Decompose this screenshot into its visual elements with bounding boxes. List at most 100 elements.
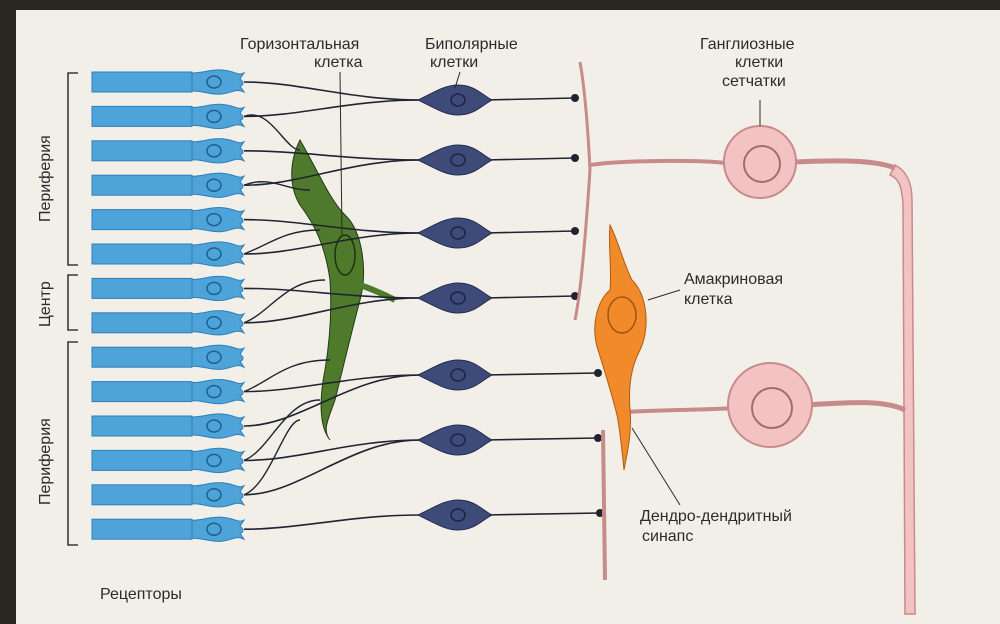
horizontal-cell bbox=[292, 140, 395, 440]
label-ganglion-line2: клетки bbox=[735, 54, 783, 71]
ganglion-lower-axon bbox=[805, 403, 905, 410]
ganglion-cell-upper bbox=[724, 126, 796, 198]
bipolar-cell-body bbox=[418, 425, 492, 455]
receptor-inner-segment bbox=[192, 173, 244, 197]
bipolar-axon bbox=[485, 513, 600, 515]
ganglion-cell-lower bbox=[728, 363, 812, 447]
receptor-inner-segment bbox=[192, 448, 244, 472]
bipolar-cell-body bbox=[418, 218, 492, 248]
bipolar-terminal bbox=[594, 369, 602, 377]
ganglion-upper-dendrite bbox=[590, 161, 725, 165]
bipolar-cell bbox=[418, 425, 492, 455]
label-bipolar-line1: Биполярные bbox=[425, 36, 518, 53]
bracket-periphery-top bbox=[68, 73, 78, 265]
bipolar-axon bbox=[485, 231, 575, 233]
label-synapse-line2: синапс bbox=[642, 528, 693, 545]
bipolar-cell bbox=[418, 500, 492, 530]
label-amacrine-line1: Амакриновая bbox=[684, 271, 783, 288]
bracket-periphery-bottom bbox=[68, 342, 78, 545]
ganglion-lower-dendrite bbox=[625, 408, 735, 412]
receptor-outer-segment bbox=[92, 141, 192, 161]
receptor-inner-segment bbox=[192, 139, 244, 163]
receptor-outer-segment bbox=[92, 106, 192, 126]
receptor-outer-segment bbox=[92, 278, 192, 298]
bracket-center bbox=[68, 275, 78, 330]
receptor-bipolar-wire bbox=[244, 82, 420, 100]
horizontal-cell-body bbox=[292, 140, 364, 440]
receptor-cell bbox=[92, 483, 244, 507]
bipolar-column bbox=[418, 85, 492, 530]
region-brackets bbox=[68, 73, 78, 545]
bipolar-terminal bbox=[571, 94, 579, 102]
bipolar-terminal bbox=[571, 227, 579, 235]
receptor-outer-segment bbox=[92, 416, 192, 436]
receptor-outer-segment bbox=[92, 313, 192, 333]
retina-circuit-diagram: Периферия Центр Периферия Гори bbox=[16, 10, 1000, 624]
receptor-outer-segment bbox=[92, 210, 192, 230]
diagram-frame: Периферия Центр Периферия Гори bbox=[16, 10, 1000, 624]
bipolar-axon bbox=[485, 158, 575, 160]
receptor-horizontal-wire bbox=[244, 280, 325, 323]
receptor-inner-segment bbox=[192, 414, 244, 438]
bipolar-axon bbox=[485, 296, 575, 298]
receptor-inner-segment bbox=[192, 104, 244, 128]
receptor-inner-segment bbox=[192, 70, 244, 94]
label-horizontal-cell-line1: Горизонтальная bbox=[240, 36, 359, 53]
bipolar-axon bbox=[485, 373, 598, 375]
receptor-cell bbox=[92, 517, 244, 541]
receptor-inner-segment bbox=[192, 517, 244, 541]
bipolar-cell-body bbox=[418, 85, 492, 115]
receptor-horizontal-wire bbox=[244, 360, 330, 392]
bipolar-cell bbox=[418, 218, 492, 248]
receptor-outer-segment bbox=[92, 382, 192, 402]
receptor-outer-segment bbox=[92, 519, 192, 539]
receptor-inner-segment bbox=[192, 242, 244, 266]
receptor-outer-segment bbox=[92, 244, 192, 264]
receptor-cell bbox=[92, 379, 244, 403]
receptor-inner-segment bbox=[192, 311, 244, 335]
receptor-cell bbox=[92, 139, 244, 163]
bipolar-cell-body bbox=[418, 360, 492, 390]
ganglion-axon-trunk bbox=[890, 165, 915, 614]
bipolar-cell-body bbox=[418, 500, 492, 530]
label-periphery-bottom: Периферия bbox=[37, 418, 54, 505]
receptor-cell bbox=[92, 104, 244, 128]
receptor-bipolar-wire bbox=[244, 440, 420, 495]
receptor-bipolar-wire bbox=[244, 515, 420, 529]
receptor-inner-segment bbox=[192, 379, 244, 403]
pointer-synapse bbox=[632, 428, 680, 505]
receptor-inner-segment bbox=[192, 276, 244, 300]
receptor-bipolar-wire bbox=[244, 160, 420, 185]
bipolar-cell bbox=[418, 283, 492, 313]
receptor-cell bbox=[92, 345, 244, 369]
bipolar-cell bbox=[418, 85, 492, 115]
receptor-cell bbox=[92, 311, 244, 335]
receptor-cell bbox=[92, 207, 244, 231]
bipolar-terminal bbox=[594, 434, 602, 442]
bipolar-cell-body bbox=[418, 145, 492, 175]
receptor-inner-segment bbox=[192, 345, 244, 369]
label-bipolar-line2: клетки bbox=[430, 54, 478, 71]
bipolar-axon bbox=[485, 438, 598, 440]
receptor-outer-segment bbox=[92, 72, 192, 92]
label-receptors: Рецепторы bbox=[100, 586, 182, 603]
bipolar-cell bbox=[418, 360, 492, 390]
receptor-cell bbox=[92, 448, 244, 472]
bipolar-terminal bbox=[571, 154, 579, 162]
label-horizontal-cell-line2: клетка bbox=[314, 54, 363, 71]
label-synapse-line1: Дендро-дендритный bbox=[640, 508, 792, 525]
receptor-cell bbox=[92, 173, 244, 197]
bipolar-cell-body bbox=[418, 283, 492, 313]
receptor-bipolar-wire bbox=[244, 151, 420, 160]
receptor-horizontal-wire bbox=[244, 115, 300, 150]
receptor-outer-segment bbox=[92, 347, 192, 367]
pointer-amacrine bbox=[648, 290, 680, 300]
receptor-cell bbox=[92, 276, 244, 300]
receptor-inner-segment bbox=[192, 207, 244, 231]
label-periphery-top: Периферия bbox=[37, 135, 54, 222]
label-center: Центр bbox=[37, 281, 54, 327]
receptor-outer-segment bbox=[92, 485, 192, 505]
receptor-outer-segment bbox=[92, 450, 192, 470]
bipolar-axon bbox=[485, 98, 575, 100]
label-ganglion-line3: сетчатки bbox=[722, 73, 786, 90]
